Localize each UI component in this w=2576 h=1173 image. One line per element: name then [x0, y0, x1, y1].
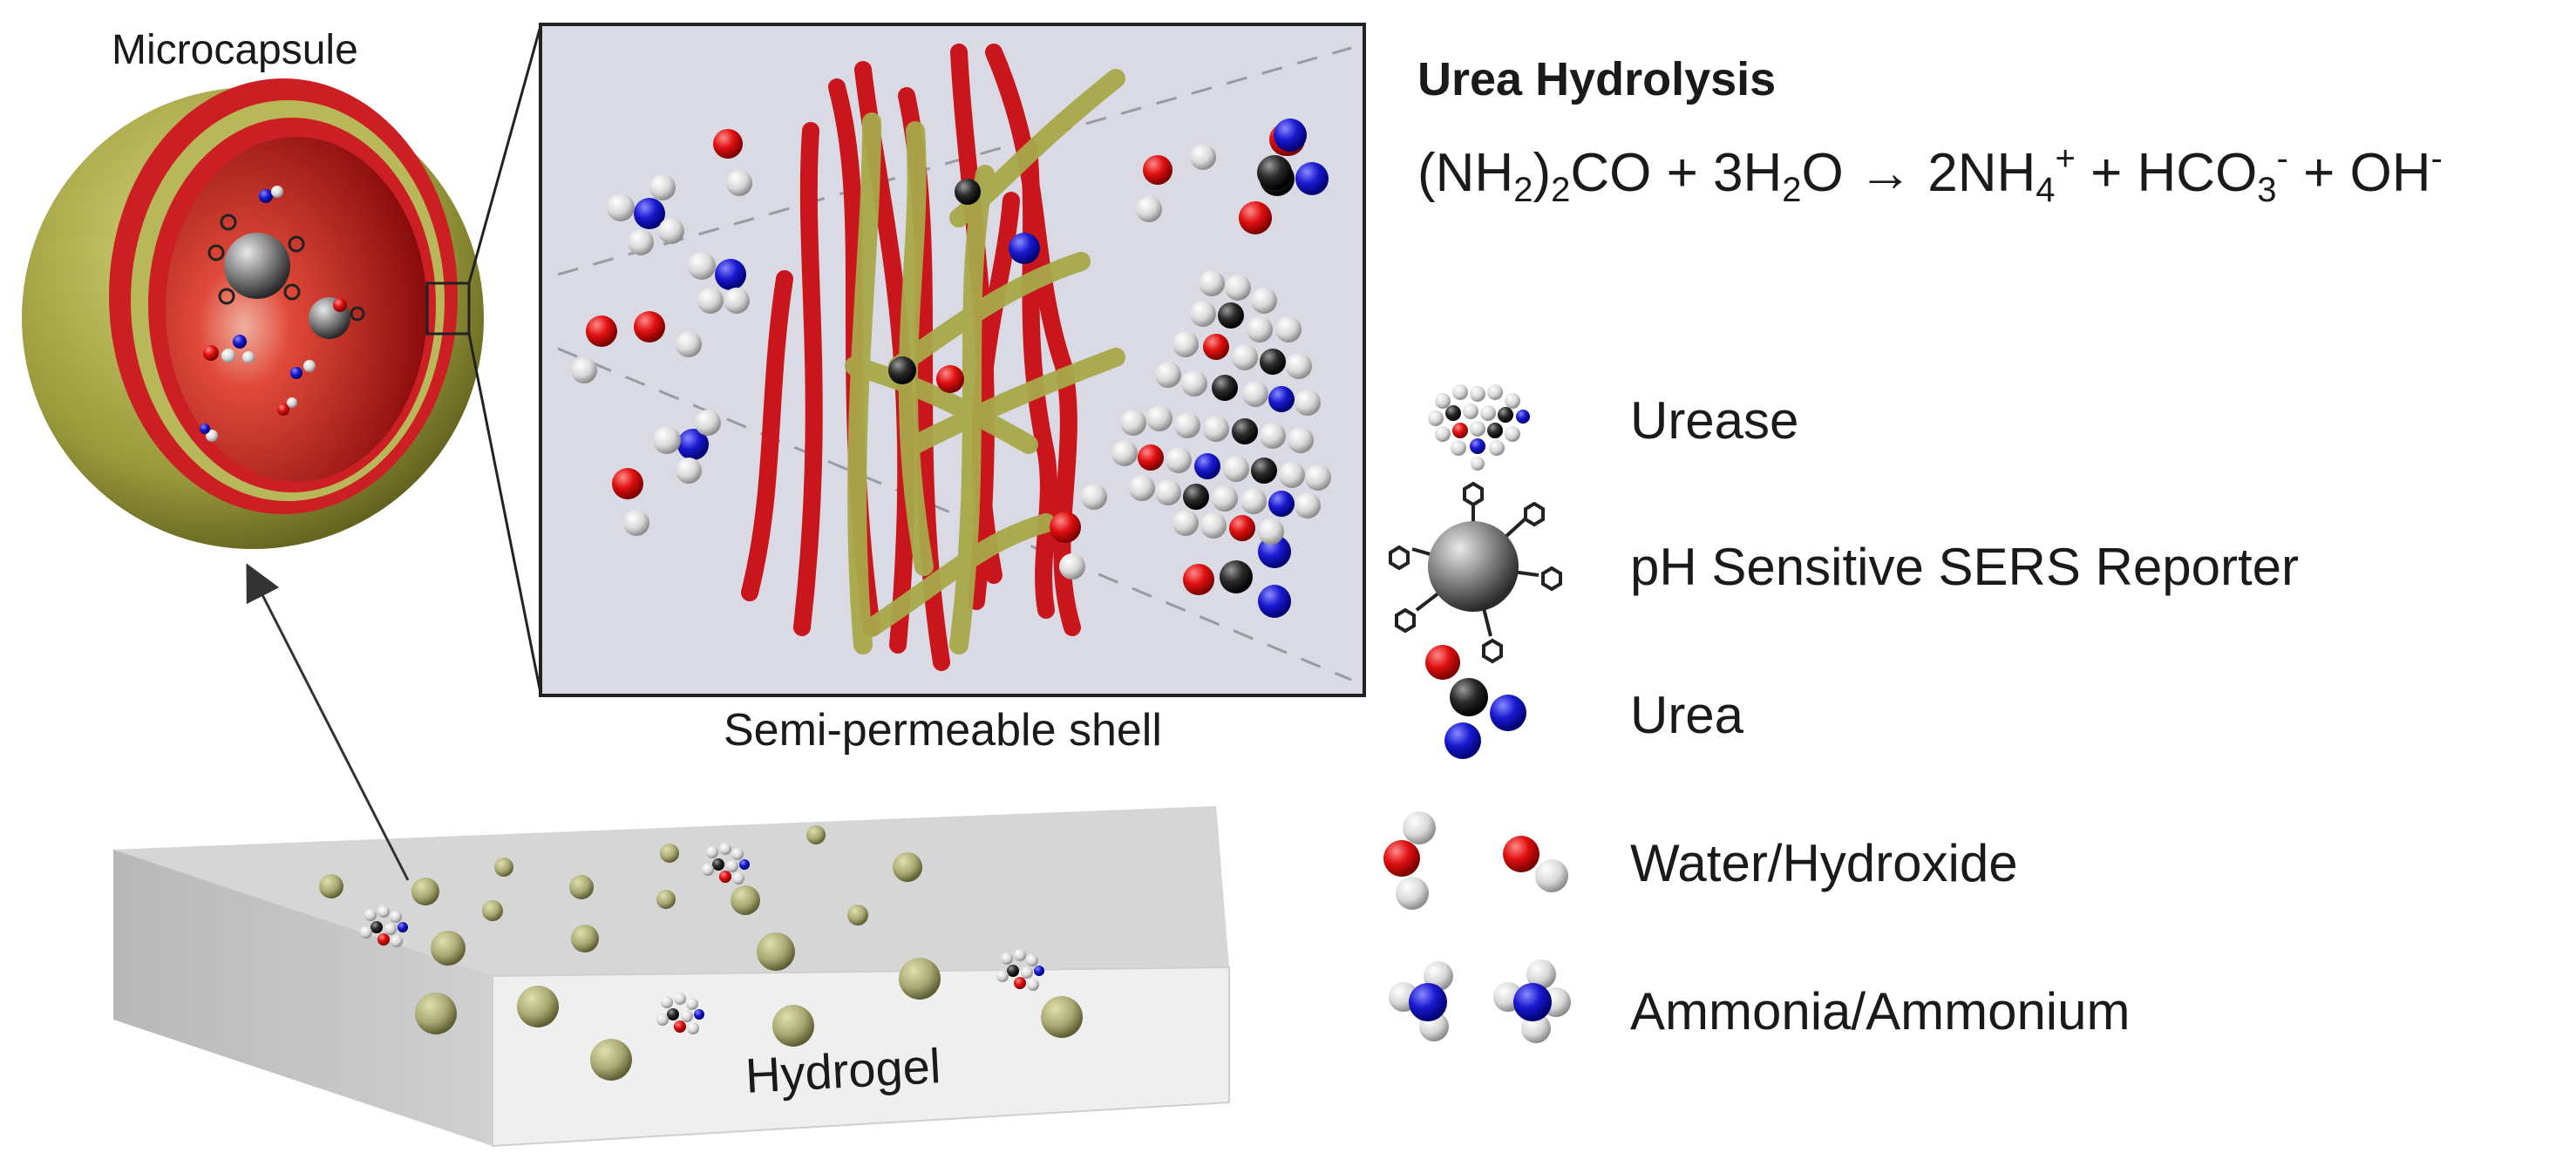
microcapsule-label: Microcapsule [112, 26, 358, 74]
legend-label-sers-reporter: pH Sensitive SERS Reporter [1630, 537, 2299, 597]
legend-ammonia-icon [1389, 959, 1571, 1043]
shell-label: Semi-permeable shell [724, 704, 1162, 756]
legend-label-urease: Urease [1630, 390, 1798, 451]
legend-water-icon [1383, 811, 1568, 910]
shell-zoom-panel [540, 24, 1364, 695]
legend-sers-reporter-icon [1390, 484, 1560, 661]
legend-label-urea: Urea [1630, 685, 1743, 745]
legend-label-water: Water/Hydroxide [1630, 833, 2018, 893]
legend-label-ammonia: Ammonia/Ammonium [1630, 981, 2131, 1041]
reaction-equation: (NH2)2CO + 3H2O → 2NH4+ + HCO3- + OH- [1417, 139, 2443, 210]
legend-urease-icon [1428, 384, 1530, 471]
reaction-title: Urea Hydrolysis [1417, 52, 1776, 106]
hydrogel-label: Hydrogel [744, 1037, 941, 1104]
zoom-arrow [255, 580, 408, 880]
microcapsule-sphere [22, 78, 551, 549]
legend-urea-icon [1425, 645, 1526, 759]
